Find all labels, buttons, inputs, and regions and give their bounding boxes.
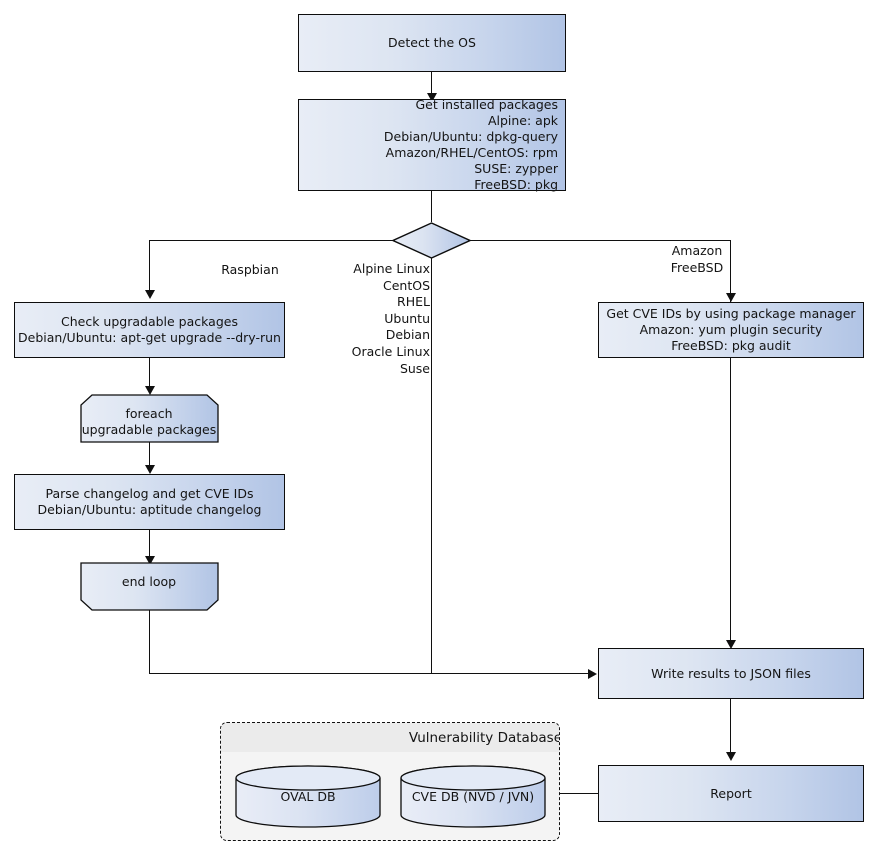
db-cylinder-oval[interactable]: OVAL DB	[235, 765, 381, 828]
node-get-cve-ids-label: Get CVE IDs by using package manager Ama…	[606, 306, 856, 353]
node-foreach-loop-start[interactable]: foreach upgradable packages	[80, 394, 219, 443]
node-end-loop[interactable]: end loop	[80, 562, 219, 611]
edge-decision-bottom-vertical	[431, 258, 432, 674]
group-vulnerability-database-title: Vulnerability Database	[221, 723, 559, 752]
edge-decision-right-vertical	[730, 240, 731, 302]
edge-decision-right-horizontal	[470, 240, 731, 241]
arrowhead-detect-to-packages	[427, 93, 437, 102]
edge-bus-to-write-results	[149, 673, 589, 674]
node-write-results-label: Write results to JSON files	[651, 665, 811, 681]
arrowhead-bus-to-write-results	[588, 669, 597, 679]
node-get-installed-packages[interactable]: Get installed packages Alpine: apk Debia…	[298, 97, 566, 192]
arrowhead-to-get-cve-ids	[726, 293, 736, 302]
edge-decision-left-horizontal	[149, 240, 393, 241]
edge-check-to-foreach	[149, 358, 150, 388]
edge-endloop-to-bus	[149, 610, 150, 674]
edge-decision-left-vertical	[149, 240, 150, 292]
node-get-installed-packages-label: Get installed packages Alpine: apk Debia…	[383, 97, 558, 192]
edge-detect-to-packages	[431, 72, 432, 96]
group-title-text: Vulnerability Database	[408, 729, 560, 746]
node-parse-changelog[interactable]: Parse changelog and get CVE IDs Debian/U…	[14, 474, 285, 530]
edge-packages-to-decision	[431, 191, 432, 222]
arrowhead-to-check-upgradable	[145, 290, 155, 299]
edge-label-amazon-freebsd: Amazon FreeBSD	[670, 243, 724, 275]
node-write-results[interactable]: Write results to JSON files	[598, 648, 864, 699]
arrowhead-parse-to-endloop	[145, 556, 155, 565]
node-report-label: Report	[710, 785, 752, 801]
node-foreach-loop-start-label: foreach upgradable packages	[81, 405, 217, 437]
node-report[interactable]: Report	[598, 765, 864, 822]
arrowhead-write-to-report	[726, 752, 736, 761]
node-os-decision[interactable]	[392, 222, 471, 259]
db-cylinder-oval-label: OVAL DB	[280, 788, 336, 804]
edge-label-os-list: Alpine Linux CentOS RHEL Ubuntu Debian O…	[351, 261, 430, 376]
edge-db-to-report	[559, 793, 599, 794]
edge-foreach-to-parse	[149, 442, 150, 469]
edge-label-raspbian: Raspbian	[221, 262, 279, 277]
db-cylinder-cve-label: CVE DB (NVD / JVN)	[411, 788, 535, 804]
node-end-loop-label: end loop	[121, 573, 177, 589]
edge-write-to-report	[730, 699, 731, 757]
node-check-upgradable-packages[interactable]: Check upgradable packages Debian/Ubuntu:…	[14, 302, 285, 358]
node-check-upgradable-packages-label: Check upgradable packages Debian/Ubuntu:…	[18, 314, 281, 345]
arrowhead-check-to-foreach	[145, 386, 155, 395]
node-detect-os[interactable]: Detect the OS	[298, 14, 566, 72]
db-cylinder-cve[interactable]: CVE DB (NVD / JVN)	[400, 765, 546, 828]
arrowhead-cve-to-write	[726, 640, 736, 649]
node-get-cve-ids[interactable]: Get CVE IDs by using package manager Ama…	[598, 302, 864, 358]
node-parse-changelog-label: Parse changelog and get CVE IDs Debian/U…	[37, 486, 262, 517]
edge-parse-to-endloop	[149, 530, 150, 559]
edge-cve-to-write	[730, 358, 731, 644]
arrowhead-foreach-to-parse	[145, 465, 155, 474]
node-detect-os-label: Detect the OS	[388, 35, 476, 50]
